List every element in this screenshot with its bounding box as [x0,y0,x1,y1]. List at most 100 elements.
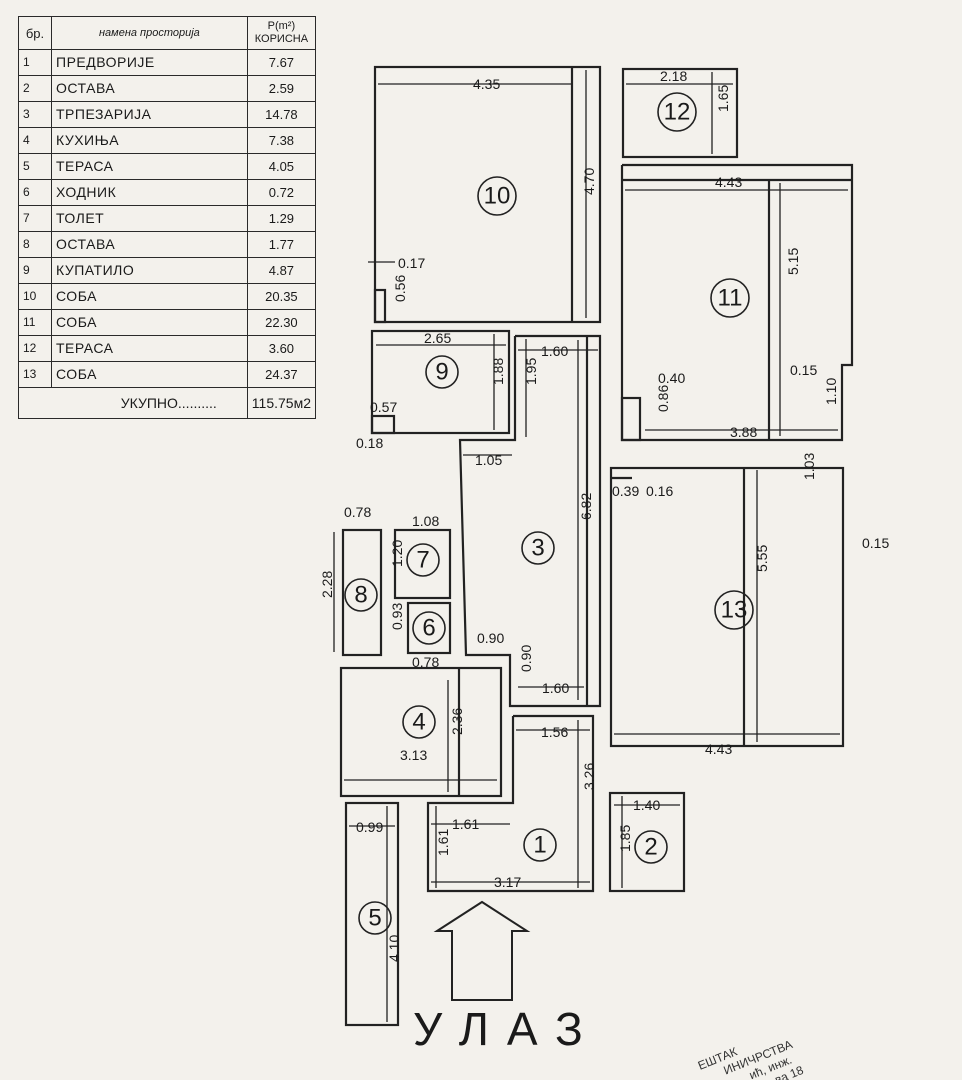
room-10-marker [477,176,517,216]
dimension-r6-h: 0.93 [389,603,405,630]
room-1-number: 1 [533,832,546,859]
room-8-marker [344,578,378,612]
room-3-marker [521,531,555,565]
room-3-number: 3 [531,535,544,562]
row-number: 5 [18,153,52,180]
room-11-marker [710,278,750,318]
dimension-r13-h: 5.55 [754,545,770,572]
row-area: 7.67 [246,49,317,76]
dimension-r1-b: 1.61 [452,816,479,832]
table-total-row: УКУПНО.......... 115.75м2 [18,387,317,419]
dimension-r12-h: 1.65 [715,85,731,112]
room-4-outline [339,666,503,798]
room-6-marker [412,611,446,645]
room-10-number: 10 [484,183,511,210]
room-9-number: 9 [435,359,448,386]
row-number: 8 [18,231,52,258]
room-2-number: 2 [644,834,657,861]
dimension-r3-b: 1.95 [523,358,539,385]
dimension-r1-a: 1.56 [541,724,568,740]
row-number: 1 [18,49,52,76]
room-4-marker [402,705,436,739]
walls [339,65,854,1027]
room-9-marker [425,355,459,389]
dimension-r3-e: 0.90 [518,645,534,672]
room-6-outline [406,601,452,655]
dimension-r4-w: 3.13 [400,747,427,763]
room-7-marker [406,543,440,577]
dimension-r9-b: 0.18 [356,435,383,451]
dimension-r2-h: 1.85 [617,825,633,852]
room-5-outline [344,801,400,1027]
dimension-r3-d: 0.90 [477,630,504,646]
dimension-r8-h: 2.28 [319,571,335,598]
row-area: 1.29 [246,205,317,232]
dimension-r11-b: 0.86 [655,385,671,412]
room-10-notch [373,288,387,324]
col-header-room-purpose: намена просторија [51,16,248,50]
dimension-r3-a: 1.60 [541,343,568,359]
dimension-r1-c: 1.61 [435,829,451,856]
dimension-r3-c: 1.05 [475,452,502,468]
arrow-shape [433,900,531,1001]
room-11-notch [620,396,642,442]
total-label: УКУПНО.......... [18,387,248,419]
row-number: 12 [18,335,52,362]
dimension-r10-b: 0.56 [392,275,408,302]
row-room-name: ОСТАВА [51,75,248,102]
dimension-r13-w: 4.43 [705,741,732,757]
room-13-outline [609,466,845,748]
row-room-name: СОБА [51,361,248,388]
dimension-r5-h: 4.10 [386,935,402,962]
room-5-marker [358,901,392,935]
room-3-outline [458,334,602,708]
entrance-arrow [433,900,531,1001]
dimension-r1-h: 3.26 [581,763,597,790]
row-number: 2 [18,75,52,102]
dimension-r12-w: 2.18 [660,68,687,84]
stamp: ЕШТАК ИНИЧРСТВА ић, инж. ва 18 [696,1037,806,1080]
dimension-r9-a: 0.57 [370,399,397,415]
row-area: 24.37 [246,361,317,388]
entrance-label: УЛАЗ [413,1003,601,1055]
dimension-r7-a: 0.78 [344,504,371,520]
room-13-number: 13 [721,597,748,624]
dimension-r10-a: 0.17 [398,255,425,271]
table-header-row: бр. намена просторија P(m²) КОРИСНА [18,16,317,50]
room-13-marker [714,590,754,630]
row-area: 7.38 [246,127,317,154]
room-1-marker [523,828,557,862]
row-room-name: ТЕРАСА [51,335,248,362]
row-room-name: ПРЕДВОРИЈЕ [51,49,248,76]
area-header-line1: P(m²) [267,20,296,32]
room-10-outline [373,65,602,324]
row-number: 7 [18,205,52,232]
dimension-lines [333,70,848,1022]
room-4-number: 4 [412,709,425,736]
room-8-outline [341,528,383,657]
row-room-name: СОБА [51,309,248,336]
room-11-number: 11 [718,285,743,312]
room-12-outline [621,67,739,159]
row-area: 20.35 [246,283,317,310]
row-area: 3.60 [246,335,317,362]
dimension-r11-w: 4.43 [715,174,742,190]
room-9-notch [370,414,396,435]
dimension-r9-h: 1.88 [490,358,506,385]
dimension-r13-b: 0.16 [646,483,673,499]
area-header-line2: КОРИСНА [254,33,309,45]
row-area: 14.78 [246,101,317,128]
room-6-number: 6 [422,615,435,642]
dimension-r5-w: 0.99 [356,819,383,835]
dimension-r7-w: 1.08 [412,513,439,529]
row-number: 4 [18,127,52,154]
row-room-name: ТРПЕЗАРИЈА [51,101,248,128]
dimension-r11-h: 5.15 [785,248,801,275]
